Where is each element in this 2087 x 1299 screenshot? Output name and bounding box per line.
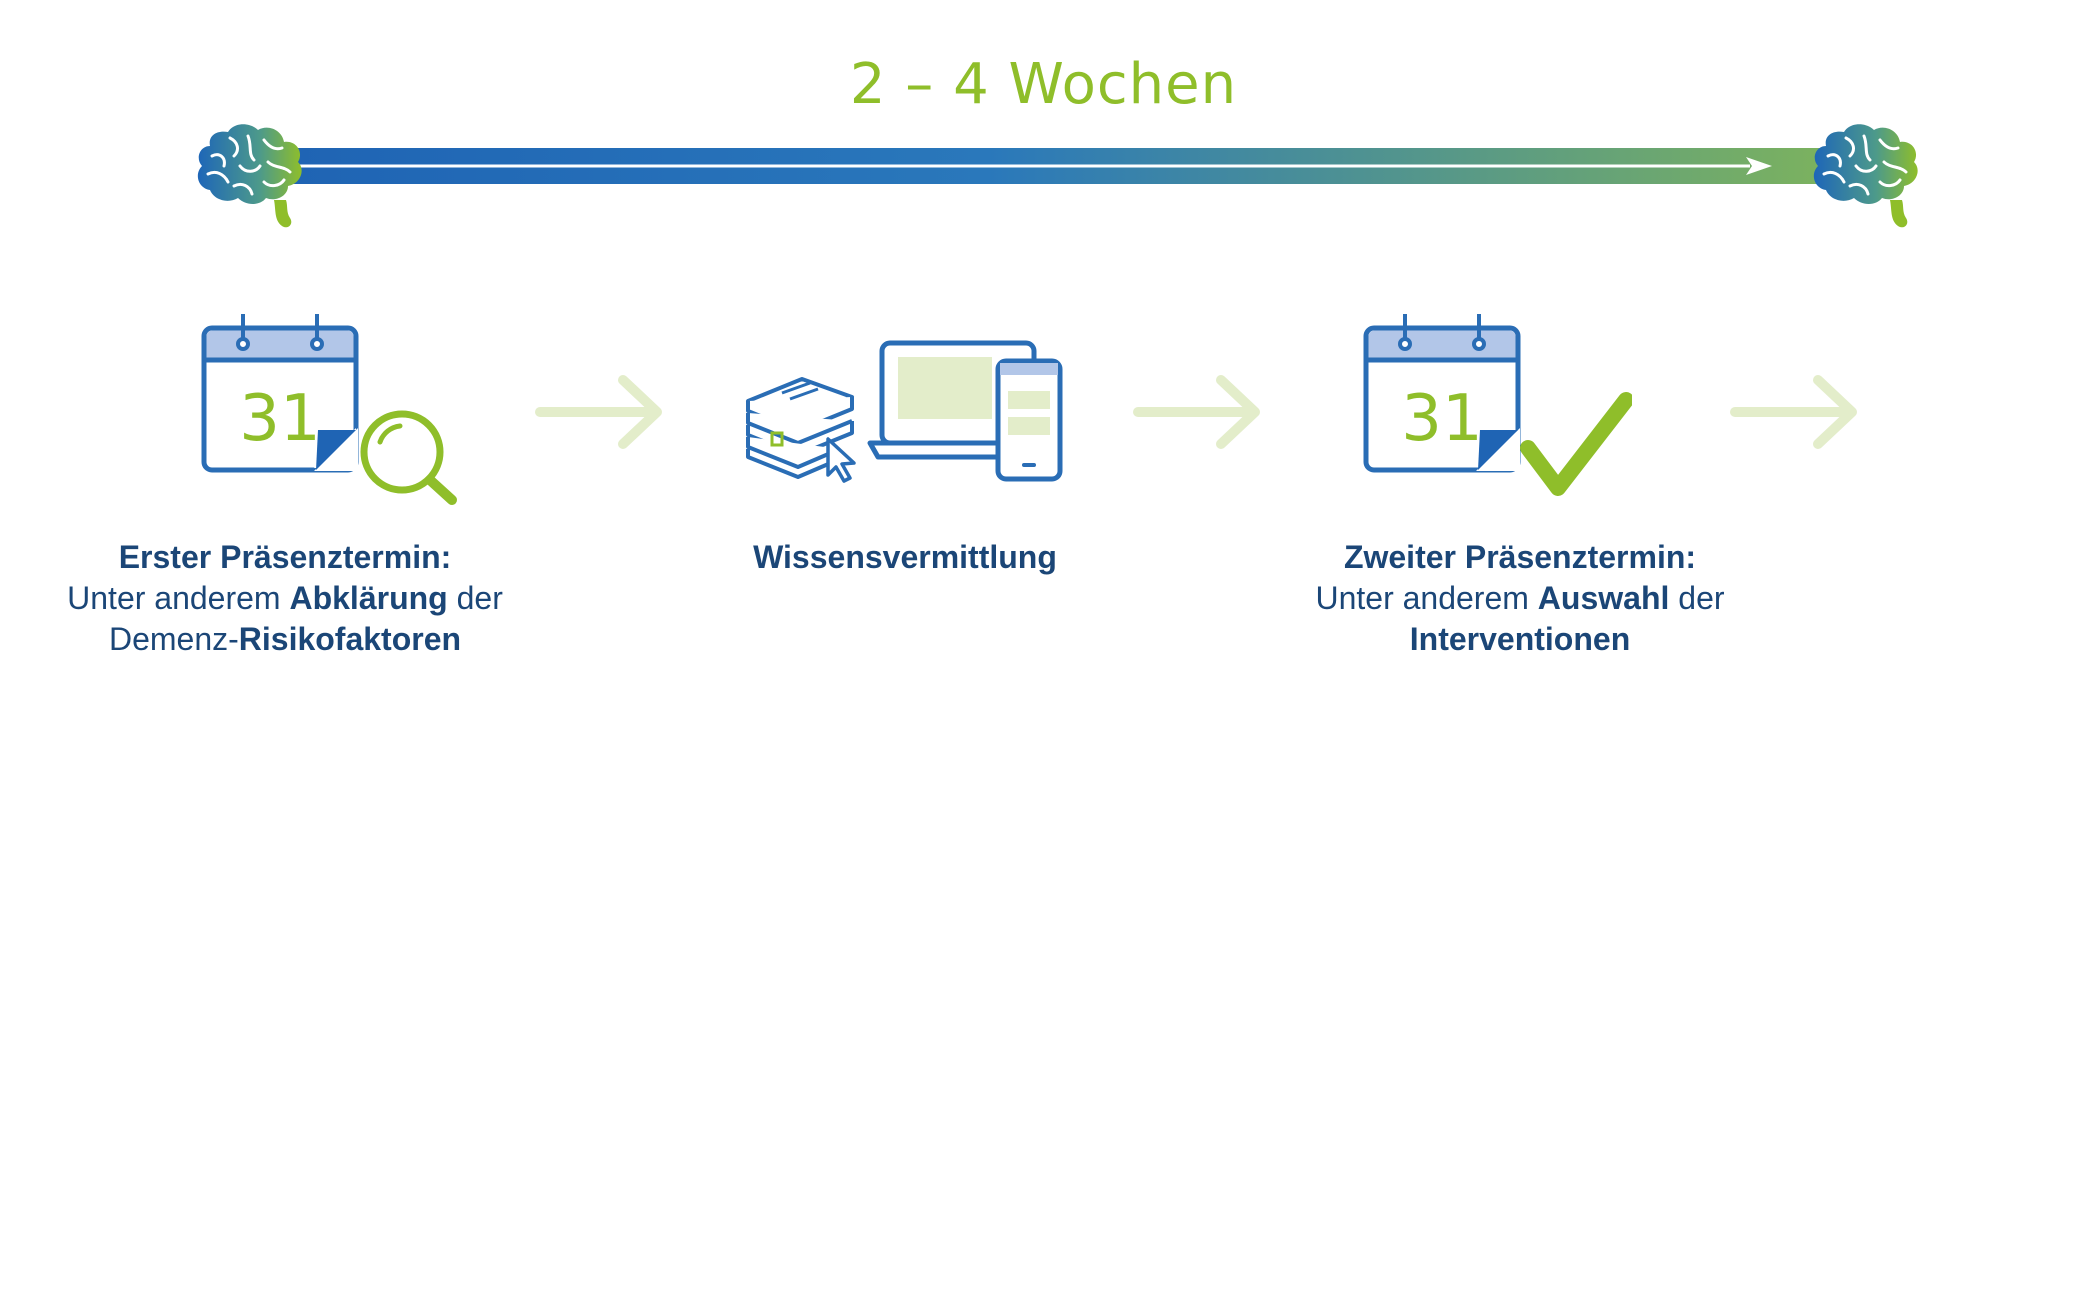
step-1-line-3-bold: Risikofaktoren: [238, 621, 462, 657]
step-arrow-2: [1133, 375, 1260, 449]
step-3-line-3: Interventionen: [1255, 619, 1785, 660]
step-3-line-3-bold: Interventionen: [1409, 621, 1631, 657]
step-1-title: Erster Präsenztermin:: [118, 539, 452, 575]
step-1-line-3: Demenz-Risikofaktoren: [20, 619, 550, 660]
brain-start-icon: [197, 124, 302, 228]
step-1-line-2-post: der: [447, 580, 503, 616]
duration-title: 2 – 4 Wochen: [849, 52, 1238, 117]
step-3-caption: Zweiter Präsenztermin: Unter anderem Aus…: [1255, 537, 1785, 660]
timeline-arrow-head: [1746, 157, 1772, 175]
step-3-line-2-post: der: [1669, 580, 1725, 616]
step-arrow-1: [535, 375, 662, 449]
step-1-caption: Erster Präsenztermin: Unter anderem Abkl…: [20, 537, 550, 660]
timeline: [197, 124, 1918, 228]
calendar-search-icon: 31: [201, 314, 457, 505]
step-arrow-3: [1730, 375, 1857, 449]
step-3-title: Zweiter Präsenztermin:: [1343, 539, 1697, 575]
step-2-title: Wissensvermittlung: [753, 539, 1057, 575]
step-1-line-2-bold: Abklärung: [289, 580, 448, 616]
calendar-check-icon: 31: [1363, 314, 1632, 496]
step-3-line-2: Unter anderem Auswahl der: [1255, 578, 1785, 619]
calendar-day-2: 31: [1401, 382, 1482, 456]
step-1-line-2-pre: Unter anderem: [67, 580, 290, 616]
step-3-line-2-bold: Auswahl: [1537, 580, 1670, 616]
step-1-line-2: Unter anderem Abklärung der: [20, 578, 550, 619]
books-devices-icon: [746, 340, 1063, 483]
step-3-line-2-pre: Unter anderem: [1315, 580, 1538, 616]
step-2-caption: Wissensvermittlung: [670, 537, 1140, 578]
brain-end-icon: [1813, 124, 1918, 228]
step-1-line-3-pre: Demenz-: [108, 621, 239, 657]
calendar-day-1: 31: [239, 382, 320, 456]
